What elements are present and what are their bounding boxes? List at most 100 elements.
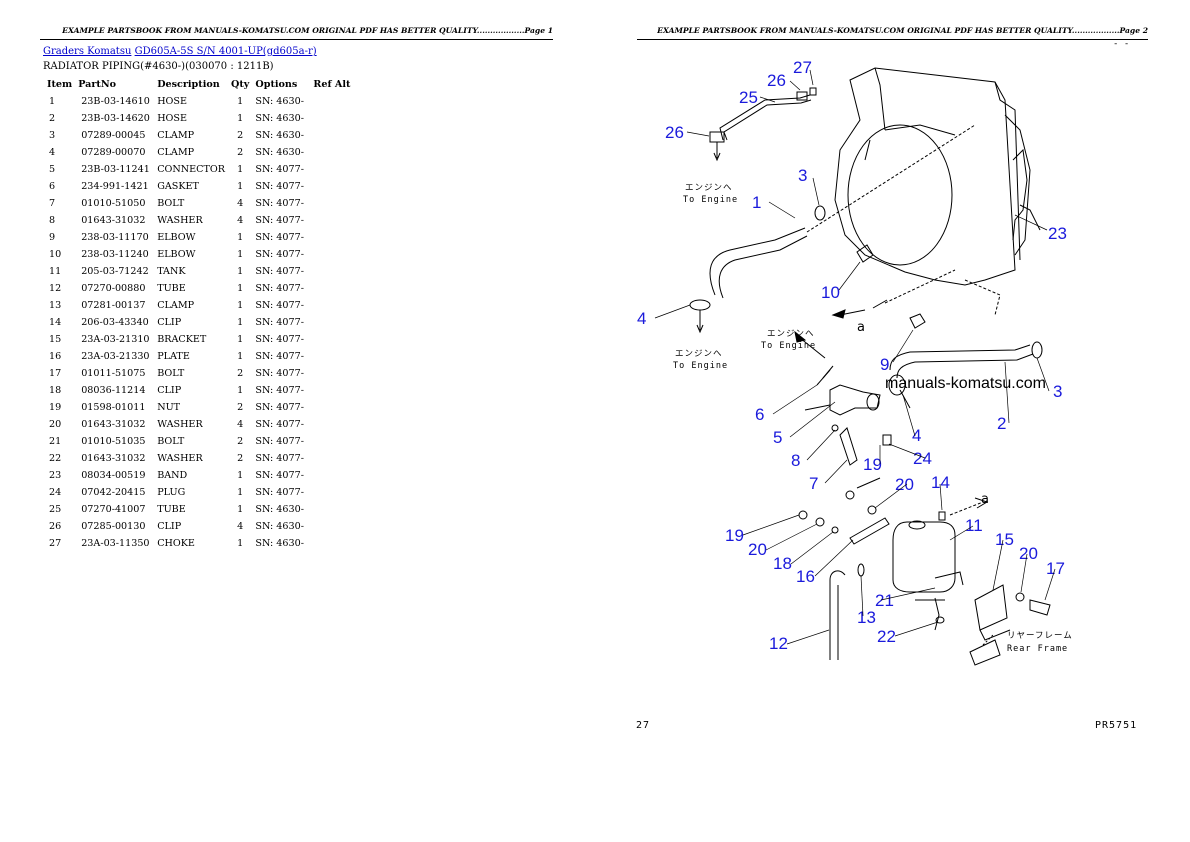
cell-qty: 1 [237,334,244,345]
cell-qty: 2 [237,368,244,379]
col-qty: Qty [231,79,250,90]
cell-partno: 07285-00130 [81,521,146,532]
bolt-21 [915,597,945,631]
cell-item: 5 [49,164,56,175]
washer-8 [831,424,839,432]
rear-frame [969,639,1001,666]
cell-qty: 1 [237,385,244,396]
cell-item: 15 [49,334,62,345]
callout-9: 9 [880,355,889,374]
cell-ref-alt [310,263,353,280]
hose-1 [709,227,808,299]
cell-options: SN: 4077- [255,181,304,192]
cell-qty: 1 [237,300,244,311]
cell-item: 6 [49,181,56,192]
cell-qty: 1 [237,249,244,260]
cell-qty: 2 [237,436,244,447]
cell-partno: 23A-03-11350 [81,538,150,549]
cell-description: ELBOW [157,232,196,243]
cell-qty: 1 [237,470,244,481]
cell-partno: 08036-11214 [81,385,146,396]
cell-ref-alt [310,127,353,144]
cell-ref-alt [310,161,353,178]
cell-qty: 1 [237,351,244,362]
washer-20-left [815,517,825,527]
tank-11 [892,521,956,593]
page-header: EXAMPLE PARTSBOOK FROM MANUALS-KOMATSU.C… [637,25,1148,40]
callout-20-left: 20 [748,540,767,559]
cell-options: SN: 4630- [255,504,304,515]
callout-18: 18 [773,554,792,573]
cell-ref-alt [310,212,353,229]
cell-options: SN: 4077- [255,232,304,243]
cell-options: SN: 4630- [255,96,304,107]
cell-partno: 01643-31032 [81,215,146,226]
tube-12 [829,570,846,660]
clamp-3-upper [814,205,826,221]
cell-qty: 1 [237,164,244,175]
callout-5: 5 [773,428,782,447]
cell-description: CLAMP [157,147,195,158]
parts-table: Item PartNo Description Qty Options Ref … [44,76,353,552]
cell-ref-alt [310,433,353,450]
cell-options: SN: 4077- [255,317,304,328]
cell-options: SN: 4630- [255,147,304,158]
cell-item: 2 [49,113,56,124]
cell-qty: 1 [237,317,244,328]
nut-19-left [798,510,808,520]
cell-partno: 08034-00519 [81,470,146,481]
callout-8: 8 [791,451,800,470]
cell-options: SN: 4077- [255,266,304,277]
breadcrumb-link-graders[interactable]: Graders Komatsu [43,46,132,57]
clip-14 [938,511,946,521]
cell-description: BAND [157,470,188,481]
cell-ref-alt [310,195,353,212]
radiator-shroud [834,67,1016,286]
breadcrumb-link-model[interactable]: GD605A-5S S/N 4001-UP(gd605a-r) [134,46,317,57]
to-engine-jp-2: エンジンへ [675,349,723,359]
cell-qty: 1 [237,266,244,277]
cell-qty: 2 [237,130,244,141]
cell-qty: 1 [237,181,244,192]
cell-item: 18 [49,385,62,396]
cell-item: 21 [49,436,62,447]
cell-partno: 01598-01011 [81,402,146,413]
col-partno: PartNo [78,79,117,90]
cell-item: 11 [49,266,62,277]
cell-description: WASHER [157,215,203,226]
cell-ref-alt [310,331,353,348]
cell-partno: 23A-03-21330 [81,351,150,362]
cell-item: 20 [49,419,62,430]
callout-3-upper: 3 [798,166,807,185]
table-header-row: Item PartNo Description Qty Options Ref … [44,76,353,93]
clamp-13 [857,563,865,577]
callout-26-lower: 26 [665,123,684,142]
cell-item: 16 [49,351,62,362]
cell-description: CLAMP [157,130,195,141]
clip-18 [831,526,839,534]
cell-partno: 07270-41007 [81,504,146,515]
cell-partno: 23B-03-14620 [81,113,150,124]
cell-ref-alt [310,297,353,314]
cell-description: TUBE [157,504,186,515]
cell-ref-alt [310,110,353,127]
cell-partno: 23B-03-14610 [81,96,150,107]
cell-options: SN: 4077- [255,334,304,345]
cell-options: SN: 4077- [255,198,304,209]
cell-qty: 4 [237,521,244,532]
cell-qty: 1 [237,96,244,107]
callout-16: 16 [796,567,815,586]
callout-22: 22 [877,627,896,646]
